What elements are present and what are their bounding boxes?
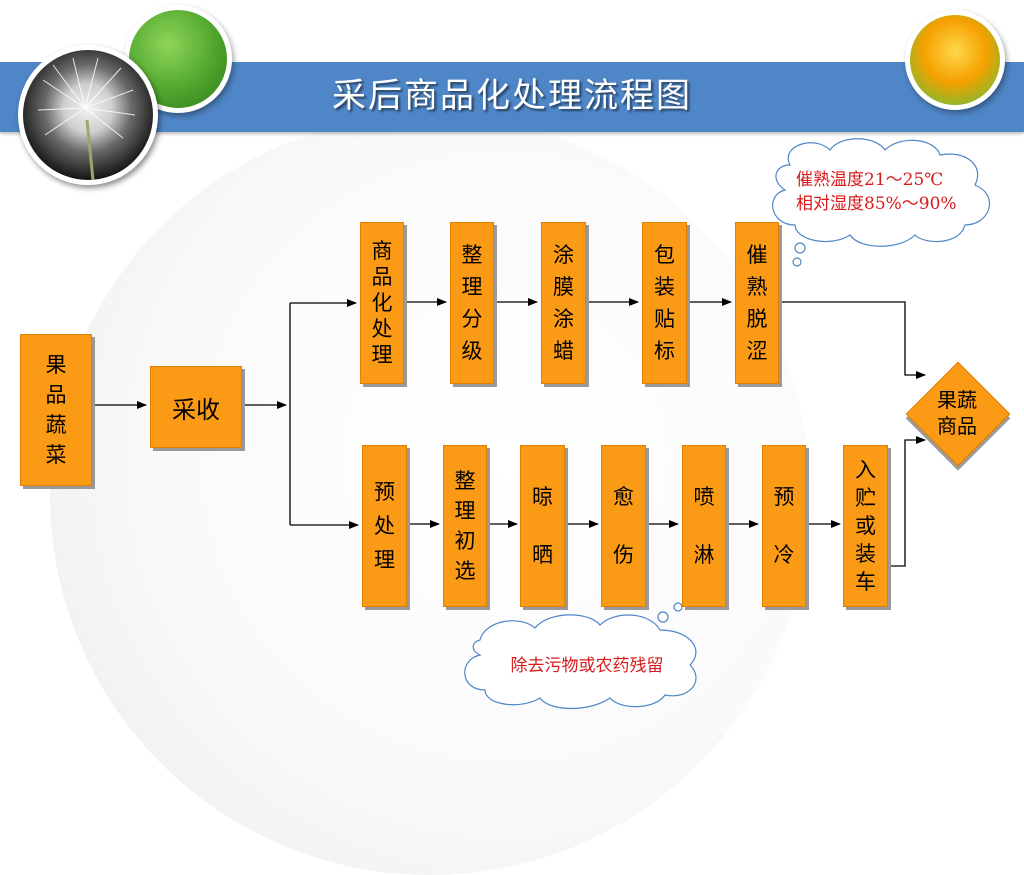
harvest-box: 采收 bbox=[150, 366, 242, 448]
step-ripening-astringency-removal: 催熟脱涩 bbox=[735, 222, 779, 384]
pretreatment-note: 除去污物或农药残留 bbox=[482, 654, 692, 678]
step-label: 喷淋 bbox=[693, 485, 715, 567]
step-spraying: 喷淋 bbox=[682, 445, 726, 607]
harvest-label: 采收 bbox=[172, 395, 220, 424]
step-label: 整理分级 bbox=[461, 243, 483, 363]
step-label: 预冷 bbox=[773, 485, 795, 567]
step-label: 入贮或装车 bbox=[855, 458, 876, 594]
tulip-photo bbox=[905, 10, 1005, 110]
ripening-note-cloud bbox=[772, 138, 991, 267]
arrow-lower-to-product bbox=[889, 436, 926, 567]
source-box: 果品蔬菜 bbox=[20, 334, 92, 486]
step-airing: 晾晒 bbox=[520, 445, 565, 607]
ripening-temperature-text: 催熟温度21～25℃ bbox=[796, 170, 944, 190]
step-coating-waxing: 涂膜涂蜡 bbox=[541, 222, 586, 384]
step-label: 整理初选 bbox=[454, 469, 476, 583]
ripening-humidity-text: 相对湿度85%～90% bbox=[796, 194, 957, 214]
step-initial-sorting: 整理初选 bbox=[443, 445, 487, 607]
pretreatment-note-cloud bbox=[464, 596, 697, 710]
step-label: 包装贴标 bbox=[654, 243, 675, 363]
product-diamond: 果蔬商品 bbox=[899, 355, 1015, 471]
flow-connectors bbox=[94, 138, 991, 710]
dandelion-photo bbox=[18, 45, 158, 185]
product-label: 果蔬商品 bbox=[937, 388, 977, 438]
step-commercial-processing: 商品化处理 bbox=[360, 222, 404, 384]
step-precooling: 预冷 bbox=[762, 445, 806, 607]
ripening-note: 催熟温度21～25℃ 相对湿度85%～90% bbox=[796, 168, 986, 216]
slide-title: 采后商品化处理流程图 bbox=[332, 76, 692, 116]
step-pretreatment: 预处理 bbox=[362, 445, 407, 607]
step-sorting-grading: 整理分级 bbox=[450, 222, 494, 384]
step-label: 催熟脱涩 bbox=[746, 243, 768, 363]
step-label: 商品化处理 bbox=[371, 239, 393, 367]
step-label: 涂膜涂蜡 bbox=[553, 243, 574, 363]
arrow-upper-to-product bbox=[780, 301, 926, 379]
step-label: 愈伤 bbox=[613, 485, 634, 567]
source-label: 果品蔬菜 bbox=[45, 353, 67, 467]
step-label: 预处理 bbox=[374, 480, 395, 572]
step-packaging-labeling: 包装贴标 bbox=[642, 222, 687, 384]
step-label: 晾晒 bbox=[532, 485, 553, 567]
step-storage-or-loading: 入贮或装车 bbox=[843, 445, 888, 607]
pretreatment-note-text: 除去污物或农药残留 bbox=[510, 656, 664, 676]
step-curing: 愈伤 bbox=[601, 445, 646, 607]
